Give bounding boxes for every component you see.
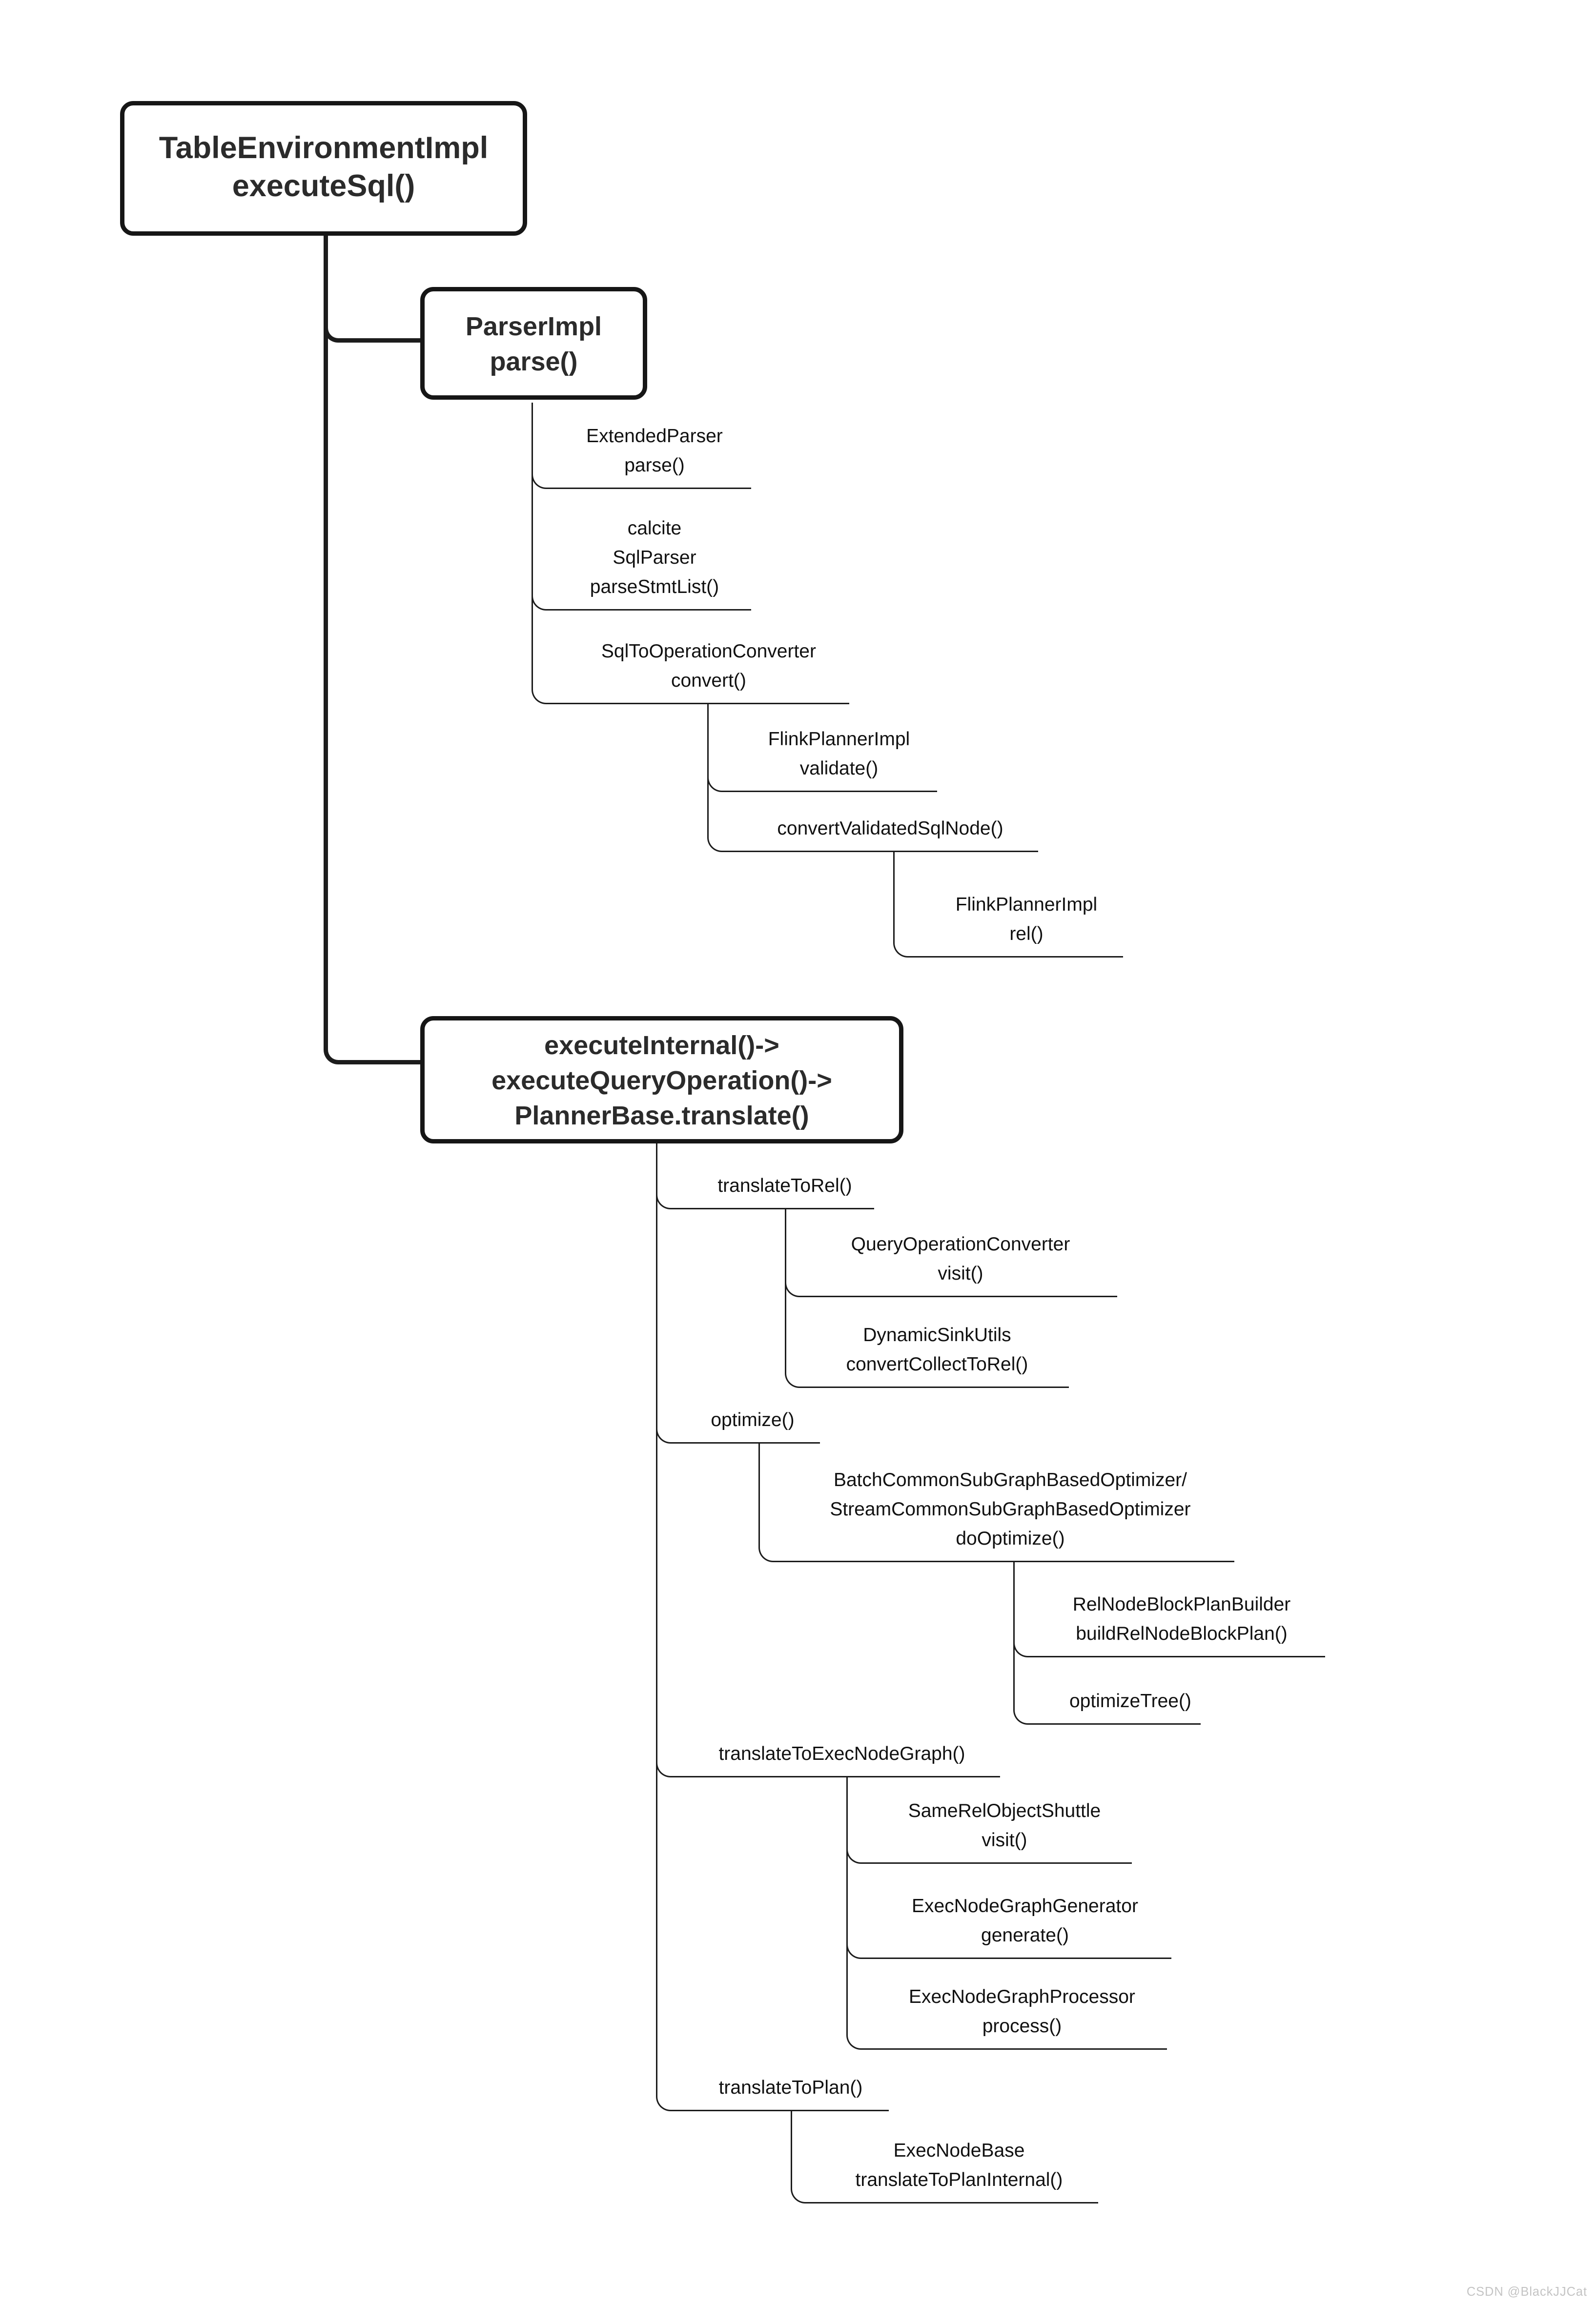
connector-branch-exec-node-base: [791, 2162, 1098, 2203]
connector-trunk-optimize-children: [758, 1444, 760, 1530]
node-label-translate-to-exec-node-graph: translateToExecNodeGraph(): [718, 1742, 965, 1764]
node-label-convert-validated-sql-node: convertValidatedSqlNode(): [777, 817, 1003, 839]
node-label-translate-to-plan: translateToPlan(): [718, 2076, 863, 2098]
node-label-calcite-sql-parser: calcite SqlParser parseStmtList(): [590, 517, 719, 597]
node-label-exec-node-base: ExecNodeBase translateToPlanInternal(): [855, 2139, 1063, 2190]
node-label-query-operation-converter: QueryOperationConverter visit(): [851, 1233, 1070, 1284]
connector-branch-sub-graph-based-optimizer: [758, 1521, 1234, 1562]
connector-trunk-parser-children: [532, 403, 533, 673]
connector-elbow-execute-internal: [324, 1015, 420, 1064]
connector-elbow-parser-impl: [324, 293, 420, 343]
csdn-watermark: CSDN @BlackJJCat: [1466, 2284, 1587, 2299]
connector-branch-query-operation-converter: [785, 1256, 1117, 1297]
connector-branch-extended-parser: [532, 448, 751, 489]
node-label-sub-graph-based-optimizer: BatchCommonSubGraphBasedOptimizer/ Strea…: [830, 1469, 1191, 1549]
connector-branch-exec-node-graph-generator: [846, 1918, 1171, 1959]
connector-branch-sql-to-operation-converter: [532, 663, 849, 704]
node-box-table-environment-execute-sql: TableEnvironmentImpl executeSql(): [120, 101, 527, 236]
node-label-rel-node-block-plan-builder: RelNodeBlockPlanBuilder buildRelNodeBloc…: [1072, 1593, 1291, 1644]
connector-branch-dynamic-sink-utils: [785, 1347, 1069, 1388]
node-label-dynamic-sink-utils: DynamicSinkUtils convertCollectToRel(): [846, 1324, 1028, 1375]
node-label-sql-to-operation-converter: SqlToOperationConverter convert(): [601, 640, 817, 691]
connector-branch-calcite-sql-parser: [532, 570, 751, 611]
connector-branch-exec-node-graph-processor: [846, 2009, 1167, 2050]
node-label-exec-node-graph-processor: ExecNodeGraphProcessor process(): [909, 1985, 1135, 2037]
node-label-optimize-tree: optimizeTree(): [1069, 1690, 1191, 1712]
node-box-parser-impl-parse: ParserImpl parse(): [420, 287, 647, 400]
connector-trunk-exec-node-graph-children: [846, 1777, 848, 2020]
connector-branch-optimize-tree: [1013, 1684, 1201, 1725]
connector-trunk-root: [324, 236, 328, 1025]
node-label-translate-to-rel: translateToRel(): [717, 1174, 852, 1196]
connector-branch-flink-planner-validate: [707, 751, 937, 792]
connector-branch-same-rel-object-shuttle: [846, 1823, 1132, 1864]
connector-branch-optimize: [656, 1403, 820, 1444]
connector-trunk-translate-to-plan-children: [791, 2111, 792, 2174]
connector-branch-translate-to-plan: [656, 2070, 889, 2111]
connector-branch-convert-validated-sql-node: [707, 811, 1038, 852]
connector-branch-translate-to-rel: [656, 1168, 874, 1209]
connector-trunk-execute-children: [656, 1143, 657, 2079]
node-label-flink-planner-validate: FlinkPlannerImpl validate(): [768, 728, 910, 779]
node-label-optimize: optimize(): [711, 1408, 795, 1430]
node-label-flink-planner-rel: FlinkPlannerImpl rel(): [955, 893, 1098, 944]
connector-branch-rel-node-block-plan-builder: [1013, 1616, 1325, 1657]
node-box-execute-internal-translate: executeInternal()-> executeQueryOperatio…: [420, 1016, 903, 1143]
node-label-exec-node-graph-generator: ExecNodeGraphGenerator generate(): [912, 1895, 1138, 1946]
connector-trunk-validated-children: [893, 852, 895, 925]
connector-branch-translate-to-exec-node-graph: [656, 1736, 1000, 1777]
node-label-extended-parser-parse: ExtendedParser parse(): [586, 425, 723, 476]
node-label-same-rel-object-shuttle: SameRelObjectShuttle visit(): [908, 1799, 1101, 1851]
connector-branch-flink-planner-rel: [893, 917, 1123, 958]
